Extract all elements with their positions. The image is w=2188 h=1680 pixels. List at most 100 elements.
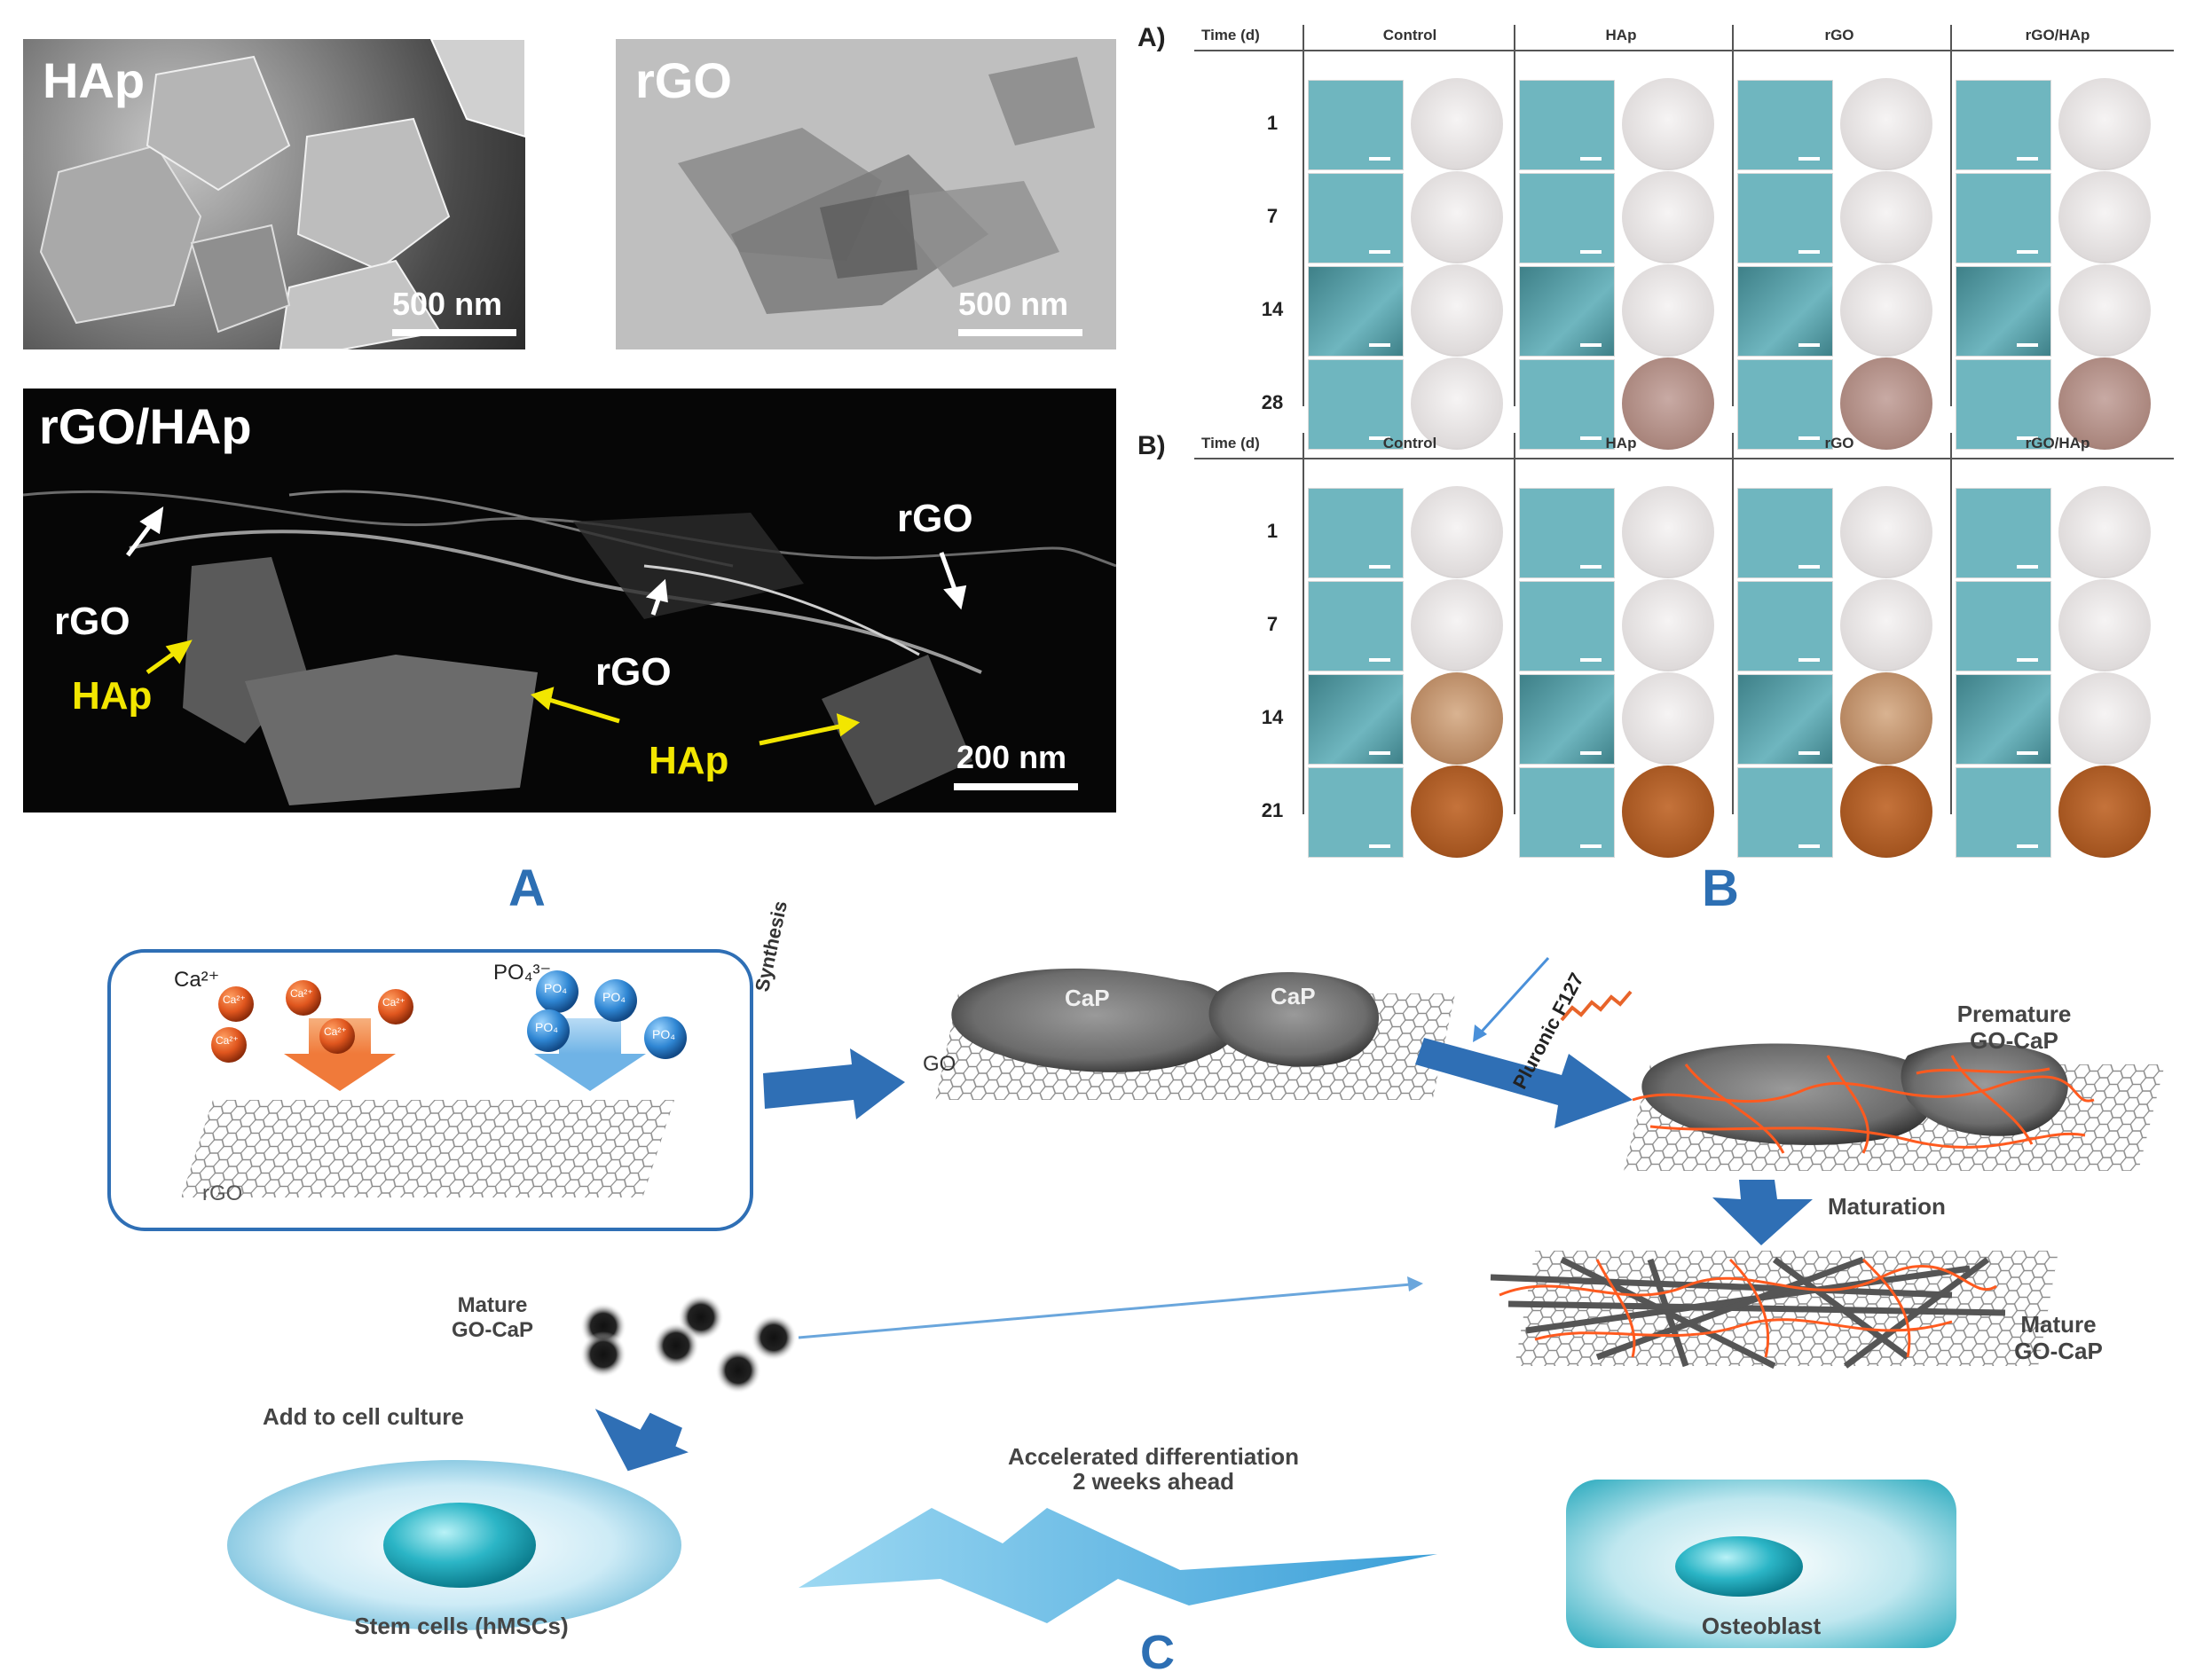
stained-well xyxy=(1411,357,1503,450)
micrograph-tile xyxy=(1519,359,1615,450)
add-to-culture-arrow xyxy=(594,1409,689,1472)
micrograph-tile xyxy=(1308,266,1404,357)
micrograph-scale-bar xyxy=(1369,250,1390,254)
rgo-sheet xyxy=(181,1100,674,1197)
premature-blob-left xyxy=(1641,1043,1935,1145)
micrograph-tile xyxy=(1956,488,2051,578)
reaction-box xyxy=(107,949,753,1231)
maturation-label: Maturation xyxy=(1828,1193,1946,1220)
pluronic-thin-arrow xyxy=(1478,956,1550,1035)
stained-well xyxy=(1411,171,1503,263)
micrograph-scale-bar xyxy=(2017,565,2038,569)
stained-well xyxy=(2058,579,2151,671)
micrograph-tile xyxy=(1956,173,2051,263)
micrograph-tile xyxy=(1737,581,1833,671)
micrograph-scale-bar xyxy=(2017,157,2038,161)
mature-fibre-network xyxy=(1490,1256,2006,1370)
micrograph-scale-bar xyxy=(1369,844,1390,848)
grid-column-divider xyxy=(1732,433,1734,814)
stained-well xyxy=(1411,579,1503,671)
micrograph-scale-bar xyxy=(1369,658,1390,662)
synthesis-arrow xyxy=(763,1048,905,1119)
micrograph-tile xyxy=(1737,767,1833,858)
stained-well xyxy=(1622,171,1714,263)
micrograph-tile xyxy=(1737,359,1833,450)
grid-column-header: Control xyxy=(1382,27,1437,43)
micrograph-scale-bar xyxy=(2017,436,2038,440)
stained-well xyxy=(1622,357,1714,450)
micrograph-scale-bar xyxy=(2017,343,2038,347)
mature-particles xyxy=(580,1294,797,1393)
stained-well xyxy=(1840,672,1932,765)
stained-well xyxy=(2058,171,2151,263)
time-header: Time (d) xyxy=(1201,27,1260,43)
grid-column-header: HAp xyxy=(1605,435,1637,451)
stained-well xyxy=(2058,357,2151,450)
micrograph-tile xyxy=(1519,266,1615,357)
micrograph-scale-bar xyxy=(1580,157,1602,161)
differentiation-bolt xyxy=(799,1508,1437,1623)
annotation-rgo-right: rGO xyxy=(897,497,973,540)
sem-rgo-image: rGO 500 nm xyxy=(616,39,1116,349)
micrograph-scale-bar xyxy=(1580,844,1602,848)
micrograph-scale-bar xyxy=(1369,157,1390,161)
stained-well xyxy=(1622,78,1714,170)
pluronic-polymer-squiggle xyxy=(1560,990,1633,1022)
micrograph-scale-bar xyxy=(1798,250,1820,254)
grid-day-label: 7 xyxy=(1266,205,1279,227)
mature-connector-arrow xyxy=(798,1283,1412,1339)
stained-well xyxy=(1411,486,1503,578)
calcium-ions xyxy=(211,980,413,1063)
grid-day-label: 21 xyxy=(1261,799,1284,821)
panel-letter-c: C xyxy=(1140,1626,1175,1679)
grid-column-header: rGO xyxy=(1824,27,1854,43)
grid-column-divider xyxy=(1303,433,1304,814)
grid-header-rule xyxy=(1194,50,2174,51)
grid-day-label: 14 xyxy=(1261,298,1284,320)
maturation-arrow xyxy=(1712,1180,1813,1245)
stained-well xyxy=(2058,264,2151,357)
stained-well xyxy=(1411,765,1503,858)
micrograph-tile xyxy=(1519,581,1615,671)
micrograph-tile xyxy=(1956,80,2051,170)
micrograph-tile xyxy=(1956,266,2051,357)
pluronic-big-arrow xyxy=(1415,1038,1633,1128)
cap-blob-left xyxy=(951,968,1239,1072)
rgo-scale-bar xyxy=(958,329,1082,336)
stained-well xyxy=(1411,78,1503,170)
micrograph-scale-bar xyxy=(1580,751,1602,755)
calcium-label: Ca²⁺ xyxy=(174,968,220,992)
hap-image-label: HAp xyxy=(43,52,146,108)
micrograph-tile xyxy=(1737,173,1833,263)
hap-scale-bar xyxy=(392,329,516,336)
stained-well xyxy=(2058,78,2151,170)
composite-image-label: rGO/HAp xyxy=(39,398,252,454)
grid-day-label: 28 xyxy=(1261,391,1284,413)
micrograph-scale-bar xyxy=(1369,343,1390,347)
composite-scale-text: 200 nm xyxy=(956,739,1067,775)
micrograph-tile xyxy=(1308,581,1404,671)
micrograph-tile xyxy=(1956,674,2051,765)
stained-well xyxy=(1411,264,1503,357)
grid-day-label: 1 xyxy=(1266,112,1279,134)
stained-well xyxy=(1840,78,1932,170)
micrograph-scale-bar xyxy=(1798,844,1820,848)
stained-well xyxy=(2058,486,2151,578)
stained-well xyxy=(1622,486,1714,578)
micrograph-scale-bar xyxy=(1580,565,1602,569)
ion-ca-2: Ca²⁺ xyxy=(290,987,313,1000)
stained-well xyxy=(1840,579,1932,671)
stem-cell-nucleus xyxy=(383,1503,536,1588)
stained-well xyxy=(1840,357,1932,450)
micrograph-tile xyxy=(1308,488,1404,578)
rgo-sheet-label: rGO xyxy=(202,1181,243,1205)
composite-scale-bar xyxy=(954,783,1078,790)
micrograph-scale-bar xyxy=(1580,658,1602,662)
grid-column-header: rGO/HAp xyxy=(2025,27,2090,43)
ion-ca-5: Ca²⁺ xyxy=(324,1025,347,1038)
grid-column-divider xyxy=(1514,25,1515,406)
grid-column-header: HAp xyxy=(1605,27,1637,43)
grid-column-divider xyxy=(1950,25,1952,406)
stained-well xyxy=(1622,672,1714,765)
